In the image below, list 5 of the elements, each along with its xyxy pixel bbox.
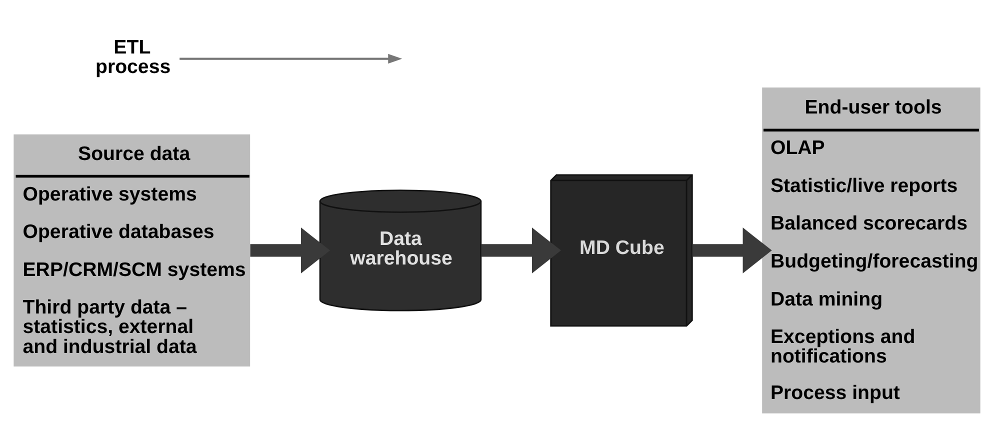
arrow [692,227,772,273]
arrow [180,53,402,64]
node-text: ETL process [96,36,171,78]
arrow [481,227,562,273]
arrow [250,227,330,273]
